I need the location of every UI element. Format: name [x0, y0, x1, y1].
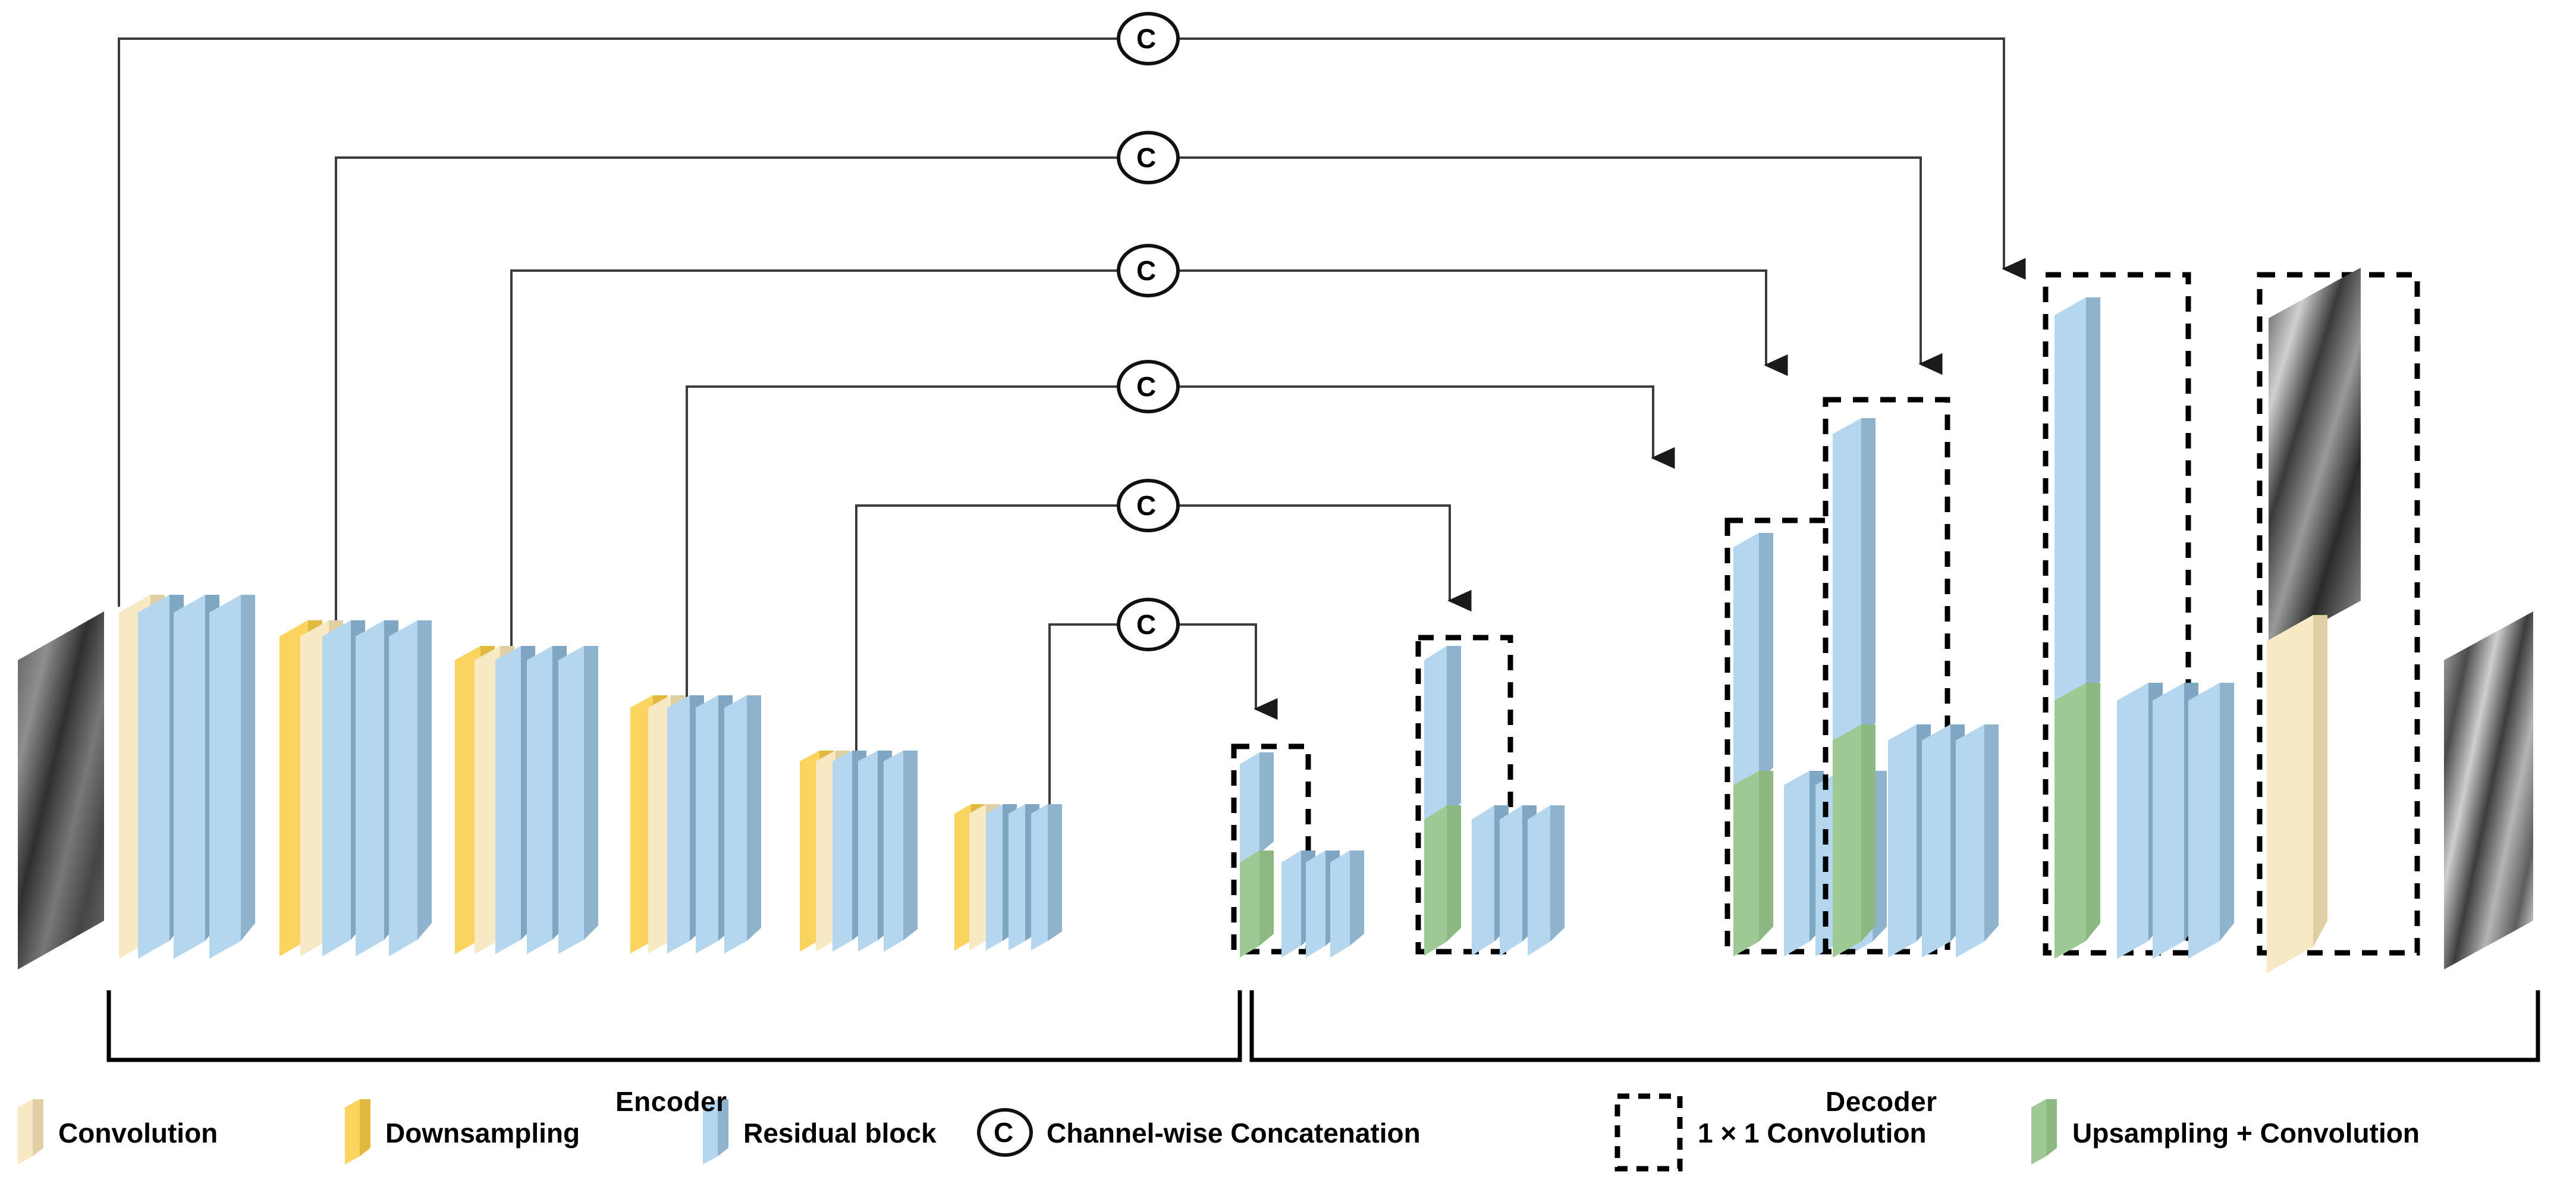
legend-label-upsampling-convolution: Upsampling + Convolution [2072, 1118, 2420, 1149]
legend-label-convolution: Convolution [58, 1118, 218, 1149]
residual-slab [884, 751, 918, 952]
residual-slab [1031, 804, 1062, 950]
legend-label-residual-block: Residual block [743, 1118, 937, 1149]
legend-swatch-concat-circle [977, 1108, 1033, 1157]
output-image [2444, 611, 2533, 969]
upsampling-slab [1833, 724, 1876, 958]
encoder-bracket [106, 990, 1242, 1062]
residual-slab [724, 695, 761, 953]
residual-skip-slab [1833, 418, 1876, 755]
skip-connection-2 [335, 156, 1943, 660]
one-by-one-convolution-box [1231, 743, 1311, 955]
concat-node-6-label: C [1136, 609, 1157, 640]
residual-skip-slab [1733, 533, 1773, 797]
decoder-stage-6 [2257, 268, 2420, 973]
upsampling-slab [1733, 771, 1773, 956]
residual-slab [1330, 851, 1364, 958]
concat-node-6-circle[interactable] [1117, 598, 1180, 651]
legend-swatch-downsampling [345, 1099, 370, 1165]
concat-node-1-circle[interactable] [1117, 12, 1180, 65]
skip-connection-6 [1048, 623, 1278, 851]
concat-node-3-circle[interactable] [1117, 244, 1180, 297]
legend-label-one-by-one-convolution: 1 × 1 Convolution [1698, 1118, 1927, 1149]
legend-swatch-upsampling [2031, 1099, 2057, 1165]
legend-label-downsampling: Downsampling [385, 1118, 580, 1149]
encoder-label: Encoder [615, 1086, 727, 1117]
skip-connection-1 [118, 37, 2026, 607]
encoder-stage-1 [119, 595, 255, 959]
decoder-stage-4 [1823, 397, 1999, 958]
residual-slab [209, 595, 255, 959]
convolution-slab [2267, 615, 2327, 973]
skip-connection-4 [686, 385, 1675, 749]
legend-swatch-residual-block [703, 1099, 728, 1165]
encoder-stage-2 [279, 620, 432, 956]
residual-skip-slab [1424, 646, 1461, 831]
legend-label-channel-wise-concatenation: Channel-wise Concatenation [1047, 1118, 1421, 1149]
legend-swatch-one-by-one-convolution [1614, 1093, 1683, 1172]
upsampling-slab [1240, 851, 1274, 958]
upsampling-slab [2054, 683, 2100, 959]
legend-swatch-convolution [18, 1099, 43, 1165]
one-by-one-convolution-box [1724, 517, 1840, 955]
decoder-stage-5 [2043, 272, 2234, 959]
encoder-stage-4 [630, 695, 761, 953]
decoder-bracket [1249, 990, 2540, 1062]
decoder-label: Decoder [1826, 1086, 1937, 1117]
residual-skip-slab [1240, 752, 1274, 865]
one-by-one-convolution-box [1823, 397, 1950, 955]
concat-nodes [1117, 12, 1180, 651]
residual-skip-slab [2054, 297, 2100, 717]
upsampling-slab [1424, 805, 1461, 956]
encoder-stage-3 [455, 646, 598, 954]
residual-slab [389, 620, 432, 956]
residual-slab [1956, 724, 1999, 958]
concat-node-5-circle[interactable] [1117, 479, 1180, 532]
residual-slab [2188, 683, 2234, 959]
concat-node-4-label: C [1136, 371, 1157, 402]
concat-node-2-label: C [1136, 142, 1157, 173]
concat-node-2-circle[interactable] [1117, 131, 1180, 184]
intermediate-feature-image [2269, 268, 2361, 651]
legend-concat-glyph: C [994, 1117, 1014, 1148]
encoder-stage-6 [954, 804, 1062, 950]
residual-slab [558, 646, 598, 954]
input-image [18, 611, 104, 969]
decoder-stage-2 [1415, 635, 1565, 956]
concat-node-4-circle[interactable] [1117, 360, 1180, 413]
encoder-stage-5 [800, 751, 918, 952]
concat-node-3-label: C [1136, 255, 1157, 286]
residual-slab [1528, 805, 1565, 956]
skip-connection-3 [510, 269, 1788, 705]
one-by-one-convolution-box [1415, 635, 1513, 955]
concat-node-5-label: C [1136, 490, 1157, 521]
concat-node-1-label: C [1136, 23, 1157, 54]
decoder-stage-1 [1231, 743, 1364, 958]
one-by-one-convolution-box [2257, 272, 2420, 956]
skip-connection-5 [855, 504, 1472, 803]
